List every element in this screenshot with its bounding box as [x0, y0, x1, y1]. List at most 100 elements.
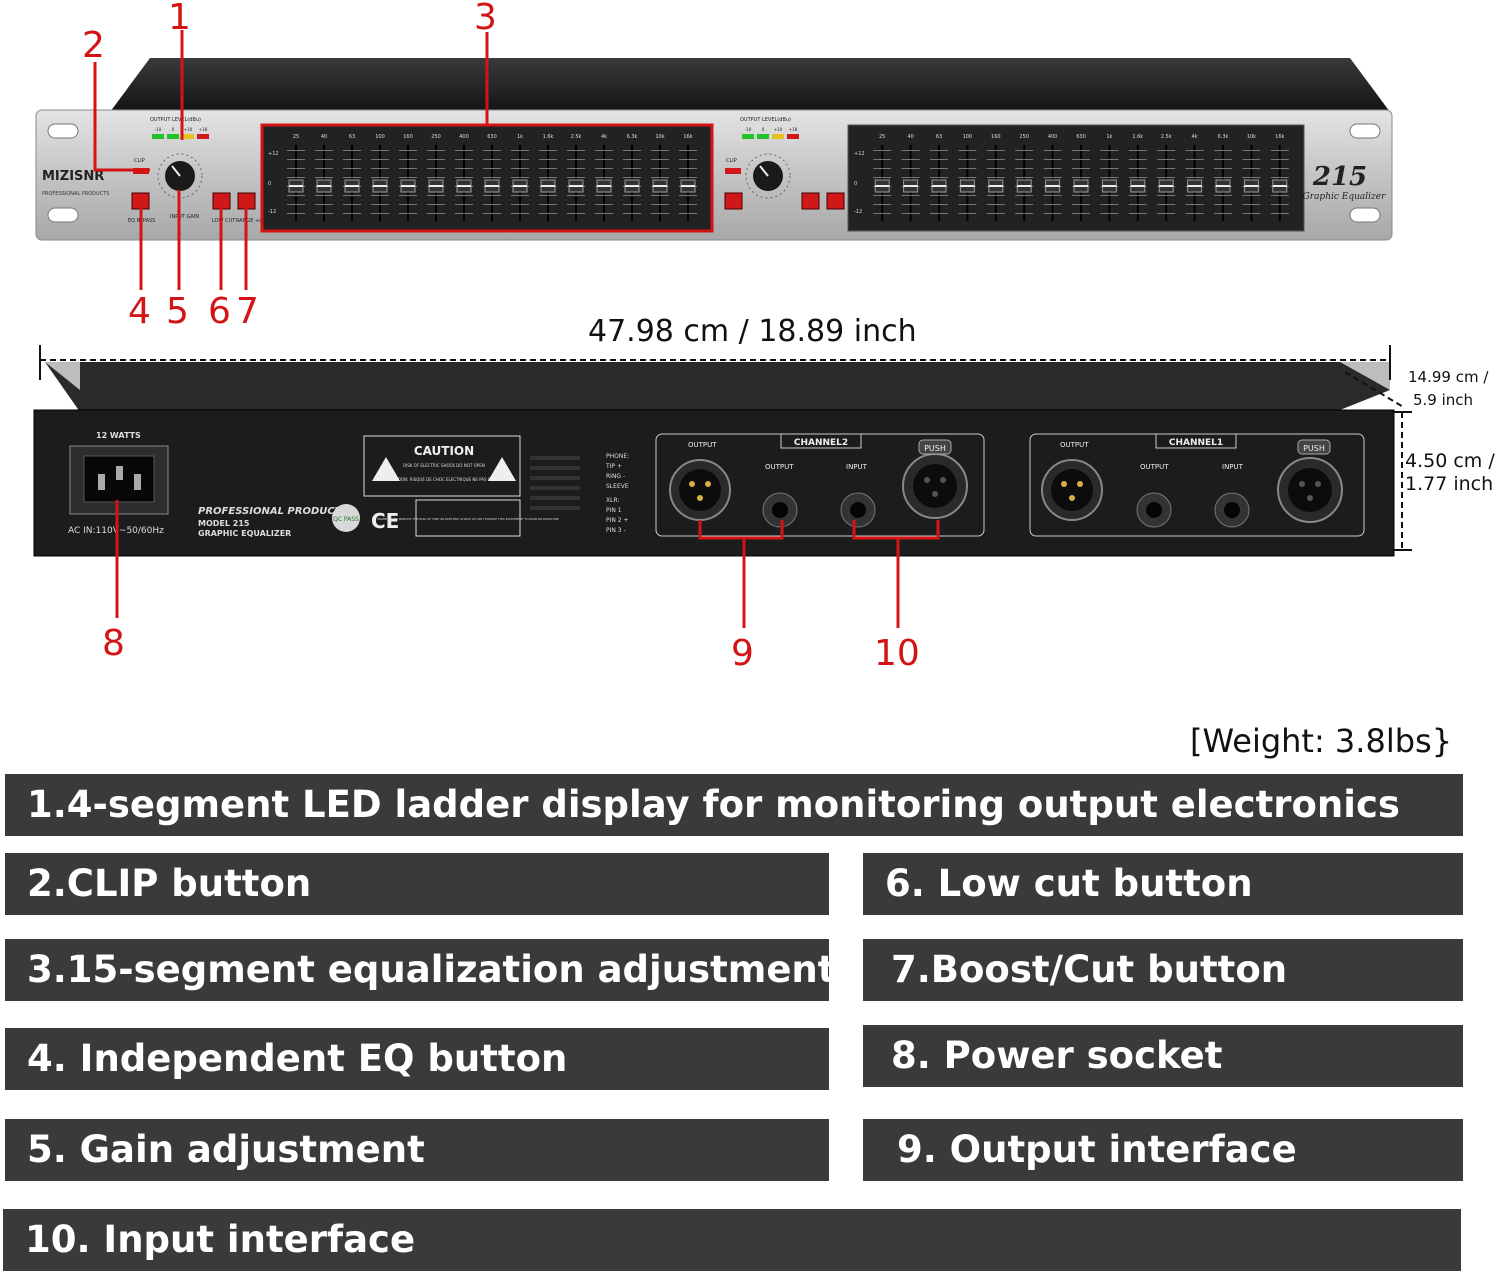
band-label: 400	[1048, 134, 1058, 140]
xlr-legend-pin3: PIN 3 -	[606, 527, 626, 534]
phone-legend-title: PHONE:	[606, 453, 629, 460]
channel1-push-label: PUSH	[1303, 444, 1325, 453]
clip-label: CLIP	[134, 158, 145, 164]
level-led	[182, 134, 194, 139]
range-label: RANGE +/-12	[236, 218, 269, 224]
band-label: 25	[293, 134, 299, 140]
low-cut-label: LOW CUT	[212, 218, 236, 224]
warning-text: WARNING: TO REDUCE THE RISK OF FIRE OR E…	[377, 517, 559, 521]
level-led	[152, 134, 164, 139]
channel1-label: CHANNEL1	[1169, 438, 1223, 448]
depth-dimension-line2: 5.9 inch	[1413, 391, 1474, 409]
fader-scale-label: -12	[268, 209, 276, 215]
fader-scale-label: +12	[268, 151, 279, 157]
model-label: 215	[1312, 162, 1367, 192]
channel2-jack-input-label: INPUT	[846, 463, 868, 471]
band-label: 4k	[1192, 134, 1198, 140]
feature-10: 10. Input interface	[3, 1209, 1461, 1271]
qc-pass-text: QC PASS	[333, 516, 359, 523]
band-label: 100	[375, 134, 385, 140]
range-button-b[interactable]	[826, 192, 845, 210]
callout-1: 1	[168, 0, 191, 38]
level-scale-label: +10	[774, 127, 783, 132]
power-watts-label: 12 WATTS	[96, 431, 141, 440]
attention-text: ATTENTION: RISQUE DE CHOC ELECTRIQUE NE …	[385, 477, 504, 482]
dimension-lines	[39, 345, 1412, 551]
band-label: 2.5k	[571, 134, 582, 140]
brand-label: MIZISNR	[42, 169, 104, 184]
band-label: 63	[349, 134, 355, 140]
band-label: 1k	[517, 134, 523, 140]
feature-6: 6. Low cut button	[863, 853, 1463, 915]
phone-legend-ring: RING -	[606, 473, 625, 480]
weight-label: [Weight: 3.8lbs}	[1190, 722, 1453, 760]
feature-9: 9. Output interface	[863, 1119, 1463, 1181]
rear-professional-label: PROFESSIONAL PRODUCTS	[198, 506, 349, 517]
band-label: 160	[991, 134, 1001, 140]
band-label: 400	[459, 134, 469, 140]
level-led	[787, 134, 799, 139]
callout-2: 2	[82, 25, 105, 66]
band-label: 6.3k	[627, 134, 638, 140]
xlr-legend-pin2: PIN 2 +	[606, 517, 629, 524]
xlr-legend-pin1: PIN 1	[606, 507, 622, 514]
wiring-legend: PHONE: TIP + RING - SLEEVE XLR: PIN 1 PI…	[605, 453, 629, 534]
range-button[interactable]	[237, 192, 256, 210]
brand-sub-label: PROFESSIONAL PRODUCTS	[42, 191, 109, 197]
band-label: 63	[936, 134, 942, 140]
band-label: 10k	[655, 134, 664, 140]
eq-bypass-button-b[interactable]	[724, 192, 743, 210]
equalizer-drawing: MIZISNR PROFESSIONAL PRODUCTS OUTPUT LEV…	[33, 30, 1412, 628]
level-scale-label: +18	[789, 127, 798, 132]
rear-callout-lines	[115, 500, 940, 628]
band-label: 16k	[683, 134, 692, 140]
input-gain-label: INPUT GAIN	[170, 214, 199, 220]
feature-3: 3.15-segment equalization adjustment	[5, 939, 829, 1001]
front-panel: MIZISNR PROFESSIONAL PRODUCTS OUTPUT LEV…	[35, 58, 1393, 241]
band-label: 4k	[601, 134, 607, 140]
callout-6: 6	[208, 291, 231, 332]
callout-9: 9	[731, 633, 754, 674]
channel2-xlr-output-label: OUTPUT	[688, 441, 717, 449]
level-scale-label: +18	[199, 127, 208, 132]
channel2-label: CHANNEL2	[794, 438, 848, 448]
level-led	[167, 134, 179, 139]
callout-3: 3	[474, 0, 497, 38]
feature-8: 8. Power socket	[863, 1025, 1463, 1087]
callout-10: 10	[874, 633, 920, 674]
output-level-label: OUTPUT LEVEL(dBu)	[150, 117, 201, 123]
height-dimension-line2: 1.77 inch	[1405, 473, 1494, 495]
feature-1: 1.4-segment LED ladder display for monit…	[5, 774, 1463, 836]
callout-8: 8	[102, 623, 125, 664]
width-dimension: 47.98 cm / 18.89 inch	[588, 314, 917, 349]
eq-bypass-button[interactable]	[131, 192, 150, 210]
rear-model-label: MODEL 215	[198, 519, 250, 528]
band-label: 40	[907, 134, 913, 140]
band-label: 630	[487, 134, 497, 140]
clip-label-b: CLIP	[726, 158, 737, 164]
front-callout-lines	[93, 30, 489, 290]
band-label: 16k	[1275, 134, 1284, 140]
depth-dimension-line1: 14.99 cm /	[1408, 368, 1489, 386]
caution-title: CAUTION	[414, 444, 474, 458]
feature-5: 5. Gain adjustment	[5, 1119, 829, 1181]
band-label: 10k	[1247, 134, 1256, 140]
channel1-xlr-output-label: OUTPUT	[1060, 441, 1089, 449]
product-illustration: MIZISNR PROFESSIONAL PRODUCTS OUTPUT LEV…	[33, 0, 1495, 674]
low-cut-button[interactable]	[212, 192, 231, 210]
phone-legend-sleeve: SLEEVE	[606, 483, 629, 490]
band-label: 2.5k	[1161, 134, 1172, 140]
fader-scale-label: 0	[854, 181, 857, 187]
ce-mark: CE	[371, 509, 399, 533]
height-dimension-line1: 4.50 cm /	[1405, 450, 1495, 472]
band-label: 250	[431, 134, 441, 140]
band-label: 100	[963, 134, 973, 140]
level-scale-label: -10	[745, 127, 752, 132]
vent-slots	[530, 456, 580, 510]
low-cut-button-b[interactable]	[801, 192, 820, 210]
callout-4: 4	[128, 291, 151, 332]
